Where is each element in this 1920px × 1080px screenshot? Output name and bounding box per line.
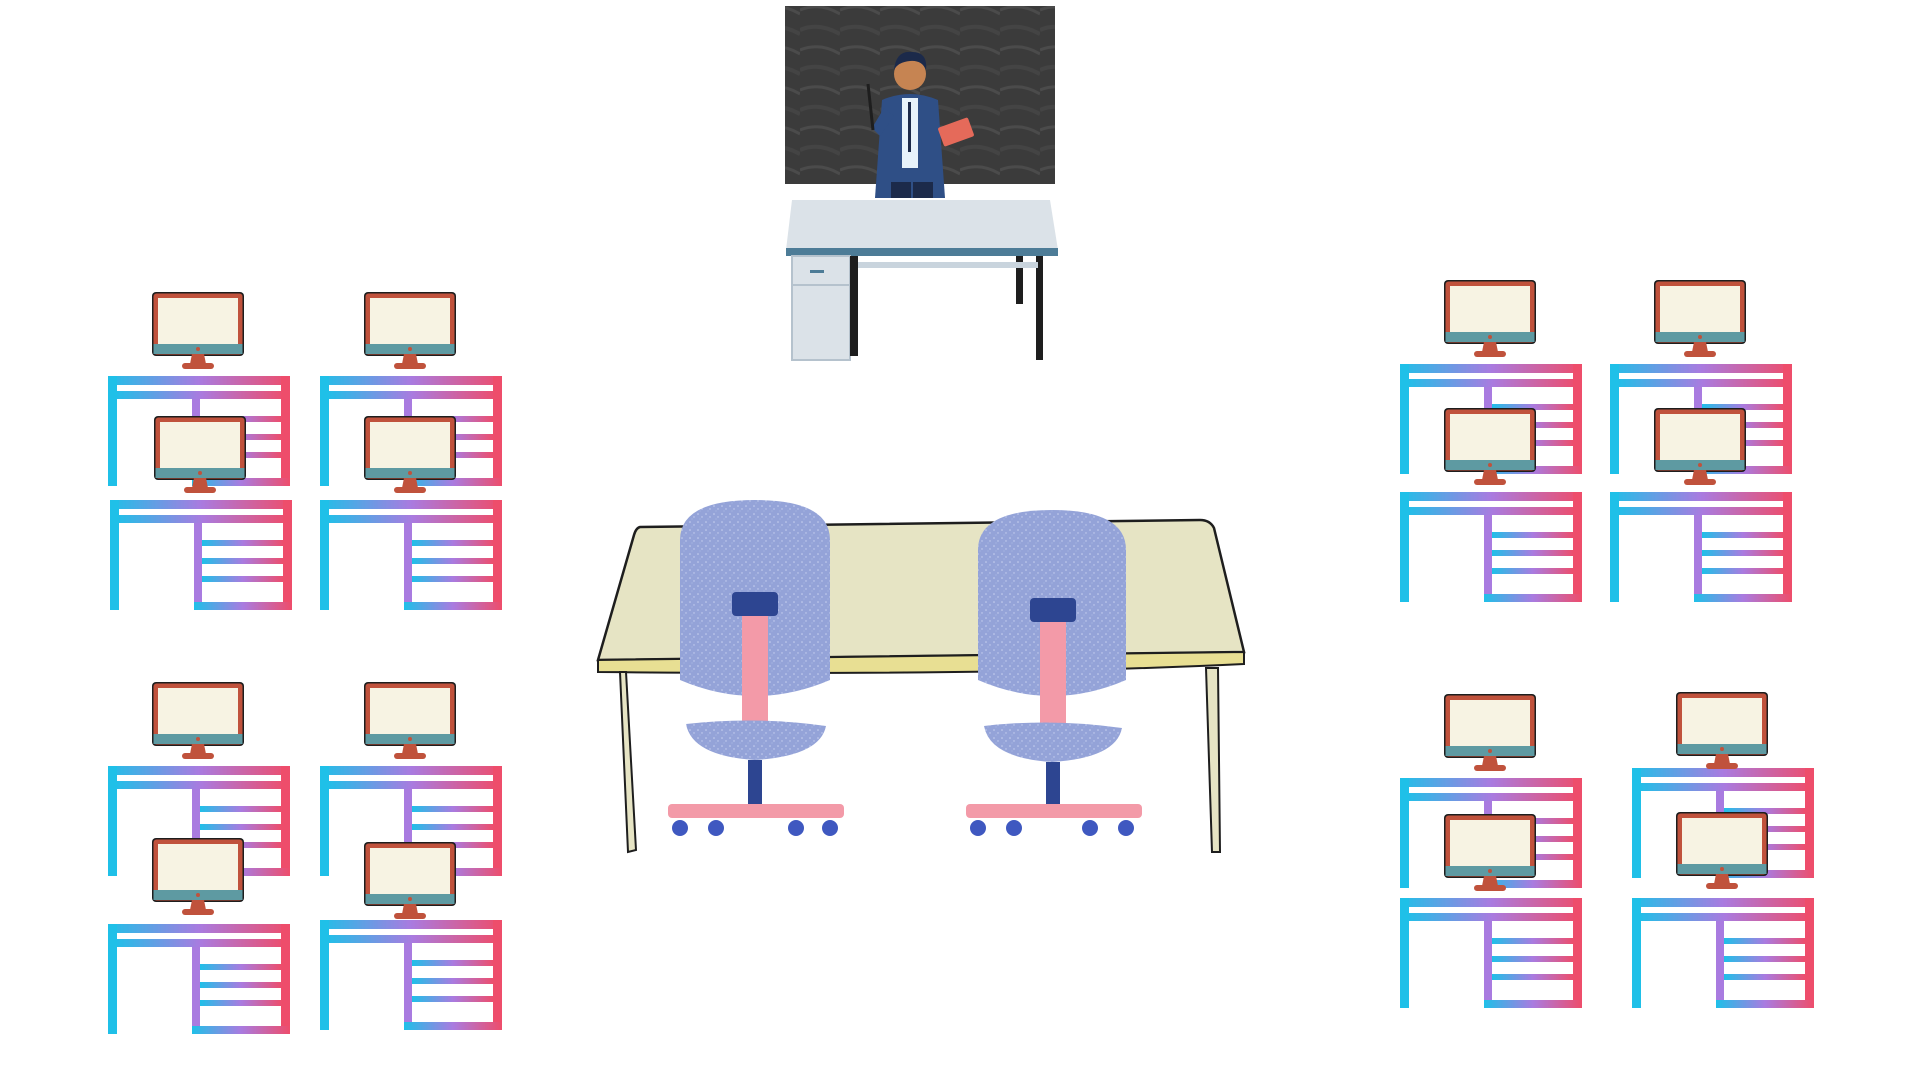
workstation-pod-right-bottom-2	[1632, 692, 1814, 1008]
office-chair-icon	[668, 500, 844, 836]
teacher-figure-icon	[866, 51, 974, 198]
workstation-pod-left-top-2	[320, 292, 502, 610]
workstation-pod-right-bottom-1	[1400, 694, 1582, 1008]
workstation-pod-left-bottom-1	[108, 682, 290, 1034]
workstation-pod-right-top-1	[1400, 280, 1582, 602]
workstation-pod-left-bottom-2	[320, 682, 502, 1030]
workstation-pod-right-top-2	[1610, 280, 1792, 602]
workstation-pod-left-top-1	[108, 292, 292, 610]
teacher-desk-icon	[786, 200, 1058, 361]
office-chair-icon	[966, 510, 1142, 836]
